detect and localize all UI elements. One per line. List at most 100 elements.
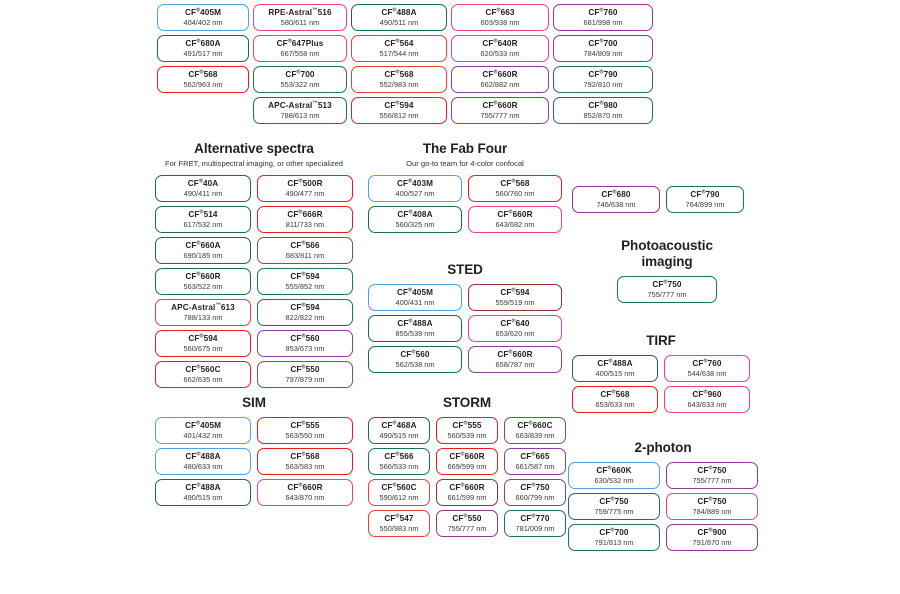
trademark-mark: ® bbox=[493, 100, 498, 107]
dye-name: CF®660R bbox=[482, 100, 518, 111]
dye-name: CF®900 bbox=[697, 527, 727, 538]
dye-name: CF®660R bbox=[497, 209, 533, 220]
trademark-mark: ® bbox=[611, 389, 616, 396]
dye-wavelength: 617/532 nm bbox=[183, 219, 223, 229]
dye-name: CF®665 bbox=[520, 451, 550, 462]
dye-name: CF®660C bbox=[517, 420, 553, 431]
dye-wavelength: 544/638 nm bbox=[687, 368, 727, 378]
dye-wavelength: 669/599 nm bbox=[447, 461, 487, 471]
trademark-mark: ® bbox=[460, 482, 465, 489]
dye-wavelength: 755/777 nm bbox=[692, 475, 732, 485]
dye-name: CF®700 bbox=[285, 69, 315, 80]
dye-wavelength: 620/533 nm bbox=[480, 48, 520, 58]
trademark-mark: ® bbox=[703, 358, 708, 365]
dye-wavelength: 681/998 nm bbox=[583, 17, 623, 27]
trademark-mark: ® bbox=[599, 38, 604, 45]
dye-wavelength: 791/870 nm bbox=[692, 537, 732, 547]
dye-wavelength: 560/675 nm bbox=[183, 343, 223, 353]
dye-name: CF®700 bbox=[588, 38, 618, 49]
dye-wavelength: 400/431 nm bbox=[395, 297, 435, 307]
dye-name: CF®594 bbox=[500, 287, 530, 298]
dye-wavelength: 811/733 nm bbox=[285, 219, 325, 229]
